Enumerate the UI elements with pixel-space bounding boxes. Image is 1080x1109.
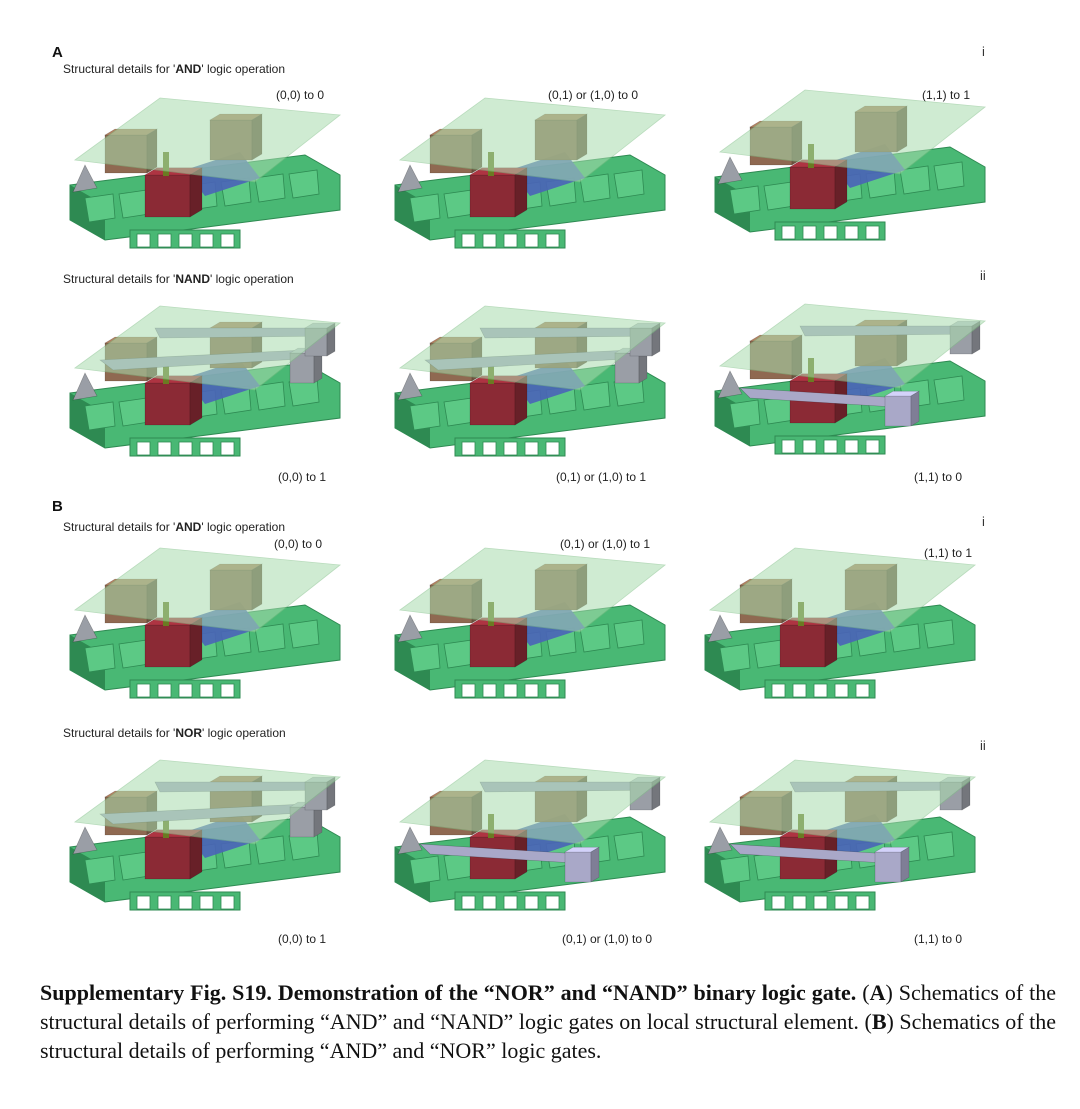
state-label: (1,1) to 1 [924, 546, 973, 560]
caption-part-b: ) Schematics of the structural details o… [40, 1009, 1056, 1063]
panel-a-letter: A [52, 44, 63, 61]
state-label: (0,0) to 0 [274, 537, 323, 551]
panel-a-row2-title: Structural details for 'NAND' logic oper… [63, 272, 294, 286]
state-label: (0,1) or (1,0) to 0 [548, 88, 639, 102]
title-suffix: ' logic operation [202, 726, 286, 740]
schematic-b-ii-3 [690, 752, 990, 917]
caption-letter-b: B [871, 1009, 887, 1034]
state-label: (0,0) to 1 [278, 932, 327, 946]
state-label: (0,0) to 1 [278, 470, 327, 484]
caption-part-a: ) Schematics of the structural details o… [40, 980, 1056, 1034]
state-label: (0,0) to 0 [276, 88, 325, 102]
state-label: (0,1) or (1,0) to 1 [560, 537, 651, 551]
schematic-b-i-2 [380, 540, 680, 705]
schematic-a-ii-1 [55, 298, 355, 463]
caption-fig-label: Supplementary Fig. S19. Demonstration of… [40, 980, 857, 1005]
caption-open: ( [856, 980, 870, 1005]
schematic-b-ii-1 [55, 752, 355, 917]
title-suffix: ' logic operation [201, 62, 286, 76]
title-suffix: ' logic operation [210, 272, 294, 286]
gate-name: NOR [175, 726, 203, 740]
panel-a-row2-roman: ii [980, 268, 986, 283]
panel-b-row2-roman: ii [980, 738, 986, 753]
schematic-a-ii-2 [380, 298, 680, 463]
panel-a-row1-title: Structural details for 'AND' logic opera… [63, 62, 285, 76]
state-label: (0,1) or (1,0) to 0 [562, 932, 653, 946]
schematic-a-i-3 [700, 82, 1000, 247]
schematic-b-i-1 [55, 540, 355, 705]
gate-name: AND [175, 62, 202, 76]
figure-caption: Supplementary Fig. S19. Demonstration of… [40, 978, 1056, 1065]
title-prefix: Structural details for ' [63, 62, 176, 76]
state-label: (1,1) to 1 [922, 88, 971, 102]
title-prefix: Structural details for ' [63, 272, 176, 286]
caption-letter-a: A [869, 980, 886, 1005]
panel-b-row1-roman: i [982, 514, 985, 529]
schematic-a-i-1 [55, 90, 355, 255]
state-label: (1,1) to 0 [914, 470, 963, 484]
schematic-b-ii-2 [380, 752, 680, 917]
schematic-a-ii-3 [700, 296, 1000, 461]
title-prefix: Structural details for ' [63, 520, 176, 534]
schematic-b-i-3 [690, 540, 990, 705]
panel-b-letter: B [52, 498, 63, 515]
panel-b-row1-title: Structural details for 'AND' logic opera… [63, 520, 285, 534]
panel-b-row2-title: Structural details for 'NOR' logic opera… [63, 726, 286, 740]
title-prefix: Structural details for ' [63, 726, 176, 740]
title-suffix: ' logic operation [201, 520, 286, 534]
gate-name: AND [175, 520, 202, 534]
state-label: (1,1) to 0 [914, 932, 963, 946]
state-label: (0,1) or (1,0) to 1 [556, 470, 647, 484]
schematic-a-i-2 [380, 90, 680, 255]
gate-name: NAND [175, 272, 211, 286]
panel-a-row1-roman: i [982, 44, 985, 59]
